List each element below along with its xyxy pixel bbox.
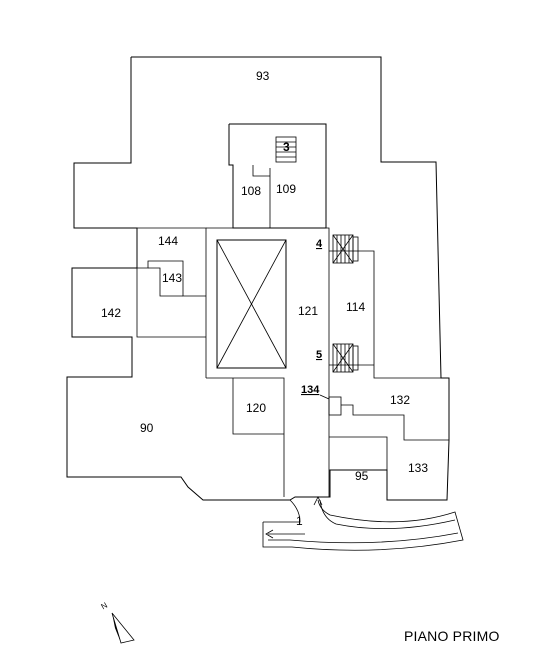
atrium-void xyxy=(216,239,287,369)
room-114-outline xyxy=(329,250,441,379)
room-label-144: 144 xyxy=(158,234,178,248)
room-95-outline xyxy=(329,436,388,500)
room-label-90: 90 xyxy=(140,421,154,435)
floor-title: PIANO PRIMO xyxy=(404,628,500,644)
entrance-ramp xyxy=(262,499,464,551)
room-label-114: 114 xyxy=(346,300,365,314)
room-108-109-outline xyxy=(228,123,327,229)
room-label-134: 134 xyxy=(301,384,320,396)
room-label-132: 132 xyxy=(390,393,410,407)
stair-3 xyxy=(275,136,297,163)
room-label-143: 143 xyxy=(162,271,182,285)
room-label-120: 120 xyxy=(246,401,266,415)
room-label-93: 93 xyxy=(256,69,270,83)
room-label-109: 109 xyxy=(276,182,296,196)
room-label-108: 108 xyxy=(241,184,261,198)
room-label-4: 4 xyxy=(316,238,323,250)
room-label-5: 5 xyxy=(316,349,322,361)
room-144-outline xyxy=(137,227,207,378)
room-134-box xyxy=(328,396,342,416)
compass-label: N xyxy=(100,601,110,612)
room-label-95: 95 xyxy=(355,469,369,483)
compass-rose: N xyxy=(100,601,135,644)
room-120-outline xyxy=(232,378,284,435)
room-label-3: 3 xyxy=(283,140,290,154)
room-label-121: 121 xyxy=(298,304,318,318)
building-outline xyxy=(66,56,450,501)
room-132-outline xyxy=(341,404,449,441)
room-label-1: 1 xyxy=(296,514,303,528)
room-label-133: 133 xyxy=(408,461,428,475)
room-142-outline xyxy=(136,268,206,338)
room-label-142: 142 xyxy=(101,306,121,320)
